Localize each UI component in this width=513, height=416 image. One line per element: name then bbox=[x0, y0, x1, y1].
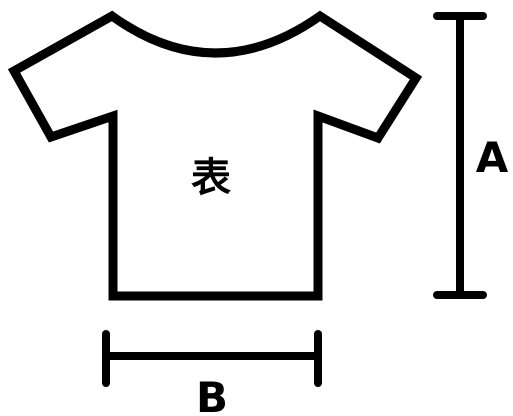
dimension-a-label: A bbox=[476, 133, 509, 182]
dimension-b-marker bbox=[102, 330, 322, 387]
dimension-b-label: B bbox=[196, 373, 228, 416]
garment-face-label: 表 bbox=[191, 155, 231, 201]
tshirt-outline bbox=[7, 10, 423, 301]
dimension-a-marker bbox=[433, 12, 487, 299]
